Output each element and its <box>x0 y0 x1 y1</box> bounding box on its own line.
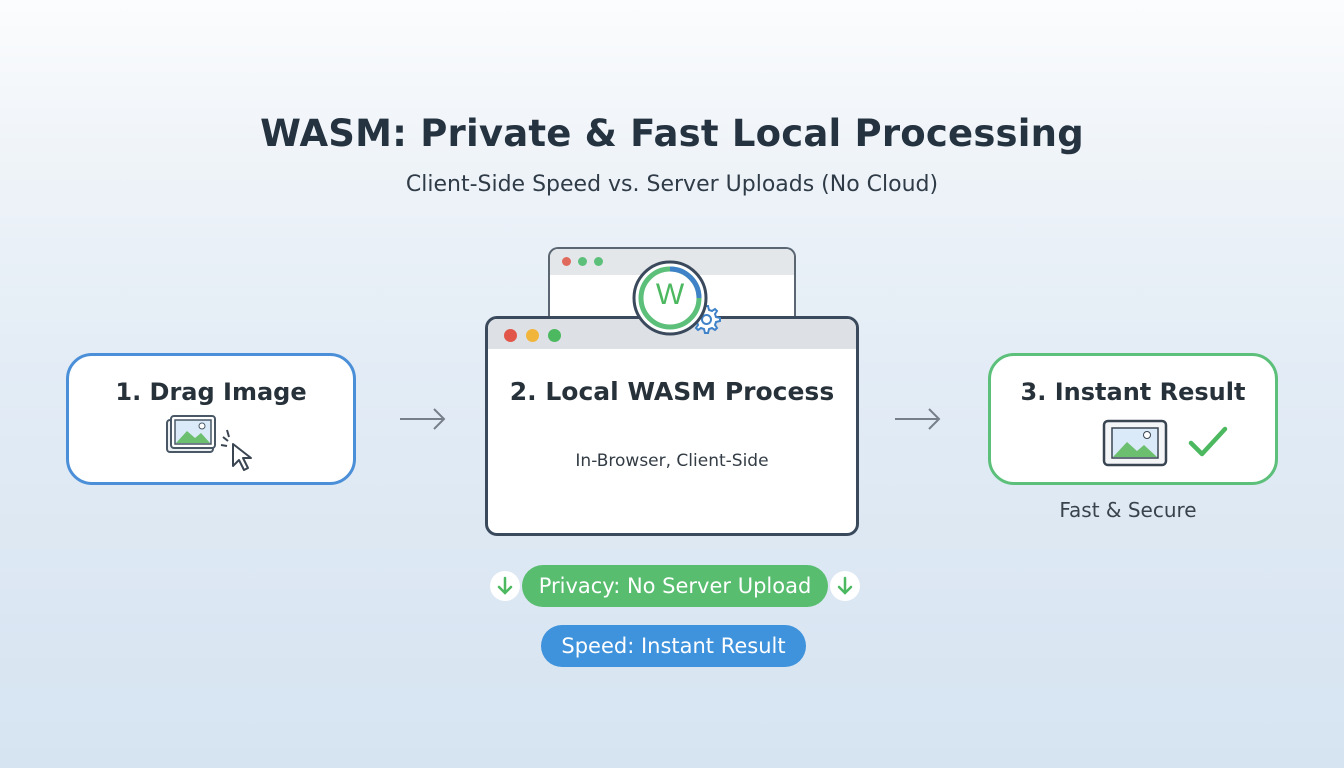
arrow-right-icon <box>400 408 446 430</box>
minimize-dot-icon <box>578 257 587 266</box>
down-arrow-icon <box>490 571 520 601</box>
step-drag-card: 1. Drag Image <box>66 353 356 485</box>
wasm-logo-letter: W <box>655 278 685 311</box>
step-result-card: 3. Instant Result <box>988 353 1278 485</box>
image-drag-icon <box>166 415 252 471</box>
page-subtitle: Client-Side Speed vs. Server Uploads (No… <box>405 172 939 197</box>
check-icon <box>1188 426 1228 457</box>
step-result-title: 3. Instant Result <box>1020 378 1246 406</box>
maximize-dot-icon <box>548 329 561 342</box>
step-drag-title: 1. Drag Image <box>115 378 307 406</box>
step-wasm-title: 2. Local WASM Process <box>509 377 835 406</box>
step-wasm-window: 2. Local WASM Process In-Browser, Client… <box>485 316 859 536</box>
wasm-logo-icon <box>632 260 708 336</box>
arrow-right-icon <box>895 408 941 430</box>
close-dot-icon <box>504 329 517 342</box>
privacy-badge: Privacy: No Server Upload <box>522 565 828 607</box>
maximize-dot-icon <box>594 257 603 266</box>
speed-badge: Speed: Instant Result <box>541 625 806 667</box>
step-result-caption: Fast & Secure <box>1059 498 1197 522</box>
close-dot-icon <box>562 257 571 266</box>
page-title: WASM: Private & Fast Local Processing <box>260 112 1084 155</box>
image-result-icon <box>1102 419 1168 467</box>
step-wasm-detail: In-Browser, Client-Side <box>575 451 769 471</box>
wasm-badge: W <box>630 260 730 340</box>
down-arrow-icon <box>830 571 860 601</box>
minimize-dot-icon <box>526 329 539 342</box>
